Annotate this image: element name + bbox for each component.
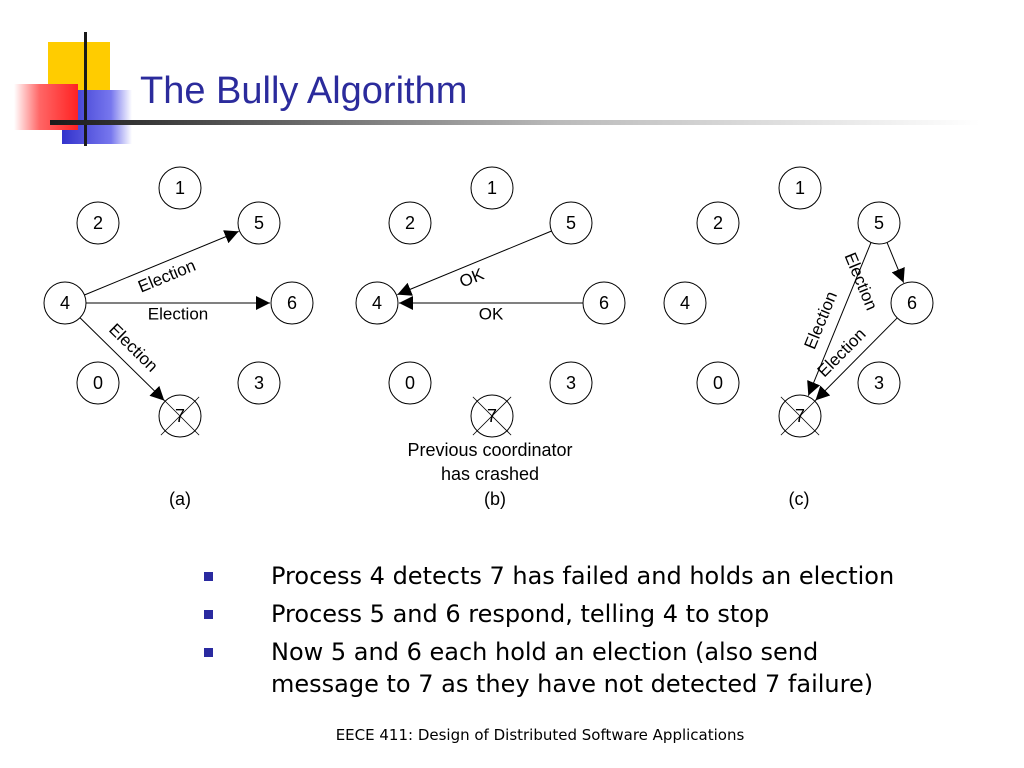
node-0: 0 bbox=[388, 361, 432, 405]
node-label: 6 bbox=[599, 293, 609, 313]
edge-label-4-to-5: Election bbox=[135, 256, 198, 297]
node-0: 0 bbox=[76, 361, 120, 405]
node-label: 3 bbox=[566, 373, 576, 393]
edge-5-to-4 bbox=[397, 230, 552, 296]
bullet-list: Process 4 detects 7 has failed and holds… bbox=[200, 560, 980, 706]
node-2: 2 bbox=[76, 201, 120, 245]
node-4: 4 bbox=[43, 281, 87, 325]
node-4: 4 bbox=[663, 281, 707, 325]
edge-label-6-to-4: OK bbox=[479, 304, 504, 323]
node-0: 0 bbox=[696, 361, 740, 405]
node-label: 5 bbox=[254, 213, 264, 233]
node-2: 2 bbox=[388, 201, 432, 245]
bullet-text: Now 5 and 6 each hold an election (also … bbox=[271, 638, 819, 666]
node-7: 7 bbox=[158, 394, 202, 438]
panel-caption: (c) bbox=[789, 489, 810, 509]
edge-label-4-to-6: Election bbox=[148, 304, 208, 323]
edge-label-4-to-7: Election bbox=[105, 320, 161, 376]
edge-4-to-5 bbox=[84, 230, 239, 296]
node-label: 5 bbox=[874, 213, 884, 233]
edge-5-to-6 bbox=[886, 242, 905, 283]
node-4: 4 bbox=[355, 281, 399, 325]
bullet-text: Process 4 detects 7 has failed and holds… bbox=[271, 562, 895, 590]
bullet-item: Now 5 and 6 each hold an election (also … bbox=[200, 636, 980, 700]
node-5: 5 bbox=[549, 201, 593, 245]
node-6: 6 bbox=[270, 281, 314, 325]
node-label: 0 bbox=[713, 373, 723, 393]
node-2: 2 bbox=[696, 201, 740, 245]
edge-5-to-7 bbox=[807, 242, 872, 396]
slide-footer: EECE 411: Design of Distributed Software… bbox=[335, 726, 745, 744]
panel-caption: (a) bbox=[169, 489, 191, 509]
node-label: 2 bbox=[405, 213, 415, 233]
node-3: 3 bbox=[549, 361, 593, 405]
node-5: 5 bbox=[857, 201, 901, 245]
edge-label-5-to-7: Election bbox=[801, 289, 841, 352]
node-label: 7 bbox=[487, 406, 497, 426]
node-label: 2 bbox=[713, 213, 723, 233]
node-label: 4 bbox=[60, 293, 70, 313]
node-6: 6 bbox=[890, 281, 934, 325]
node-1: 1 bbox=[778, 166, 822, 210]
node-7: 7 bbox=[778, 394, 822, 438]
node-label: 0 bbox=[405, 373, 415, 393]
edge-4-to-7 bbox=[79, 317, 165, 401]
crashed-mark bbox=[160, 396, 200, 436]
node-label: 3 bbox=[874, 373, 884, 393]
edge-label-5-to-6: Election bbox=[841, 250, 882, 313]
slide-title: The Bully Algorithm bbox=[140, 70, 468, 112]
node-3: 3 bbox=[237, 361, 281, 405]
bullet-text: message to 7 as they have not detected 7… bbox=[271, 670, 874, 698]
bullet-item: Process 4 detects 7 has failed and holds… bbox=[200, 560, 980, 592]
node-label: 3 bbox=[254, 373, 264, 393]
bullet-square-icon bbox=[204, 648, 213, 657]
crashed-mark bbox=[780, 396, 820, 436]
node-label: 6 bbox=[287, 293, 297, 313]
node-label: 0 bbox=[93, 373, 103, 393]
crash-note-line: has crashed bbox=[441, 464, 539, 484]
bullet-item: Process 5 and 6 respond, telling 4 to st… bbox=[200, 598, 980, 630]
node-label: 4 bbox=[680, 293, 690, 313]
node-label: 1 bbox=[795, 178, 805, 198]
bullet-text: Process 5 and 6 respond, telling 4 to st… bbox=[271, 600, 770, 628]
title-underline bbox=[50, 120, 980, 125]
node-7: 7 bbox=[470, 394, 514, 438]
edge-6-to-7 bbox=[815, 317, 898, 401]
bullet-square-icon bbox=[204, 610, 213, 619]
node-label: 6 bbox=[907, 293, 917, 313]
node-3: 3 bbox=[857, 361, 901, 405]
node-1: 1 bbox=[470, 166, 514, 210]
crashed-mark bbox=[472, 396, 512, 436]
node-label: 2 bbox=[93, 213, 103, 233]
node-label: 1 bbox=[487, 178, 497, 198]
node-5: 5 bbox=[237, 201, 281, 245]
node-label: 4 bbox=[372, 293, 382, 313]
panel-caption: (b) bbox=[484, 489, 506, 509]
bullet-square-icon bbox=[204, 572, 213, 581]
deco-vertical-line bbox=[84, 32, 87, 146]
node-1: 1 bbox=[158, 166, 202, 210]
node-label: 7 bbox=[795, 406, 805, 426]
crash-note-line: Previous coordinator bbox=[407, 440, 572, 460]
node-6: 6 bbox=[582, 281, 626, 325]
node-label: 1 bbox=[175, 178, 185, 198]
node-label: 7 bbox=[175, 406, 185, 426]
node-label: 5 bbox=[566, 213, 576, 233]
